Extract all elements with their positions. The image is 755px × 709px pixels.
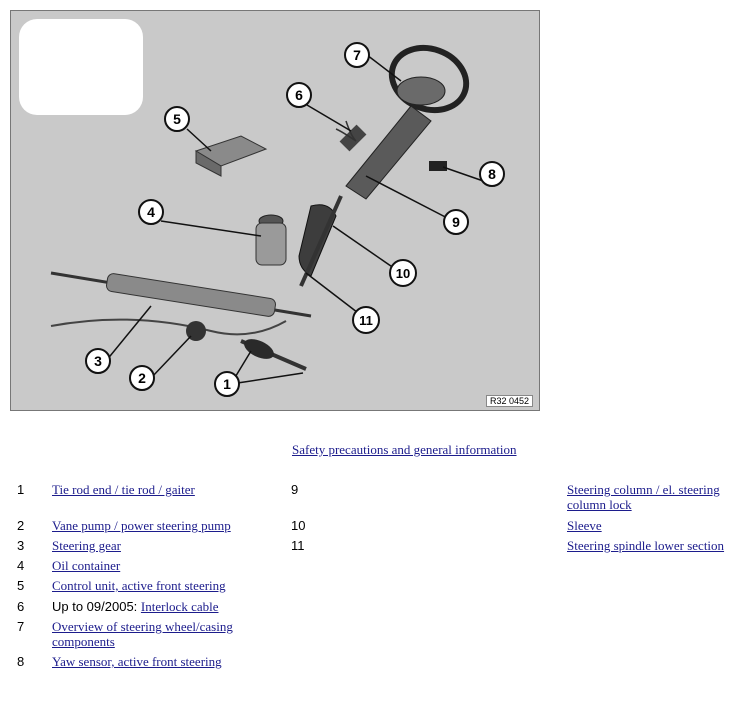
spindle-shape bbox=[299, 195, 343, 287]
steering-system-diagram: 1 2 3 4 5 6 7 8 9 10 11 R32 0452 bbox=[10, 10, 540, 411]
svg-text:9: 9 bbox=[452, 214, 460, 230]
item-number: 10 bbox=[291, 518, 306, 533]
link-tie-rod[interactable]: Tie rod end / tie rod / gaiter bbox=[52, 482, 195, 497]
blanked-area bbox=[19, 19, 143, 115]
item-number: 3 bbox=[17, 538, 25, 553]
item-number: 2 bbox=[17, 518, 25, 533]
diagram-drawing: 1 2 3 4 5 6 7 8 9 10 11 bbox=[19, 19, 505, 397]
svg-text:6: 6 bbox=[295, 87, 303, 103]
control-unit-side bbox=[195, 150, 222, 177]
callout-9: 9 bbox=[443, 209, 469, 235]
svg-text:3: 3 bbox=[94, 353, 102, 369]
svg-text:4: 4 bbox=[147, 204, 155, 220]
item-number: 9 bbox=[291, 482, 299, 497]
svg-text:8: 8 bbox=[488, 166, 496, 182]
link-steering-wheel-overview[interactable]: Overview of steering wheel/casing compon… bbox=[52, 619, 233, 649]
item-number: 4 bbox=[17, 558, 25, 573]
steering-column-shape bbox=[345, 105, 432, 200]
svg-text:2: 2 bbox=[138, 370, 146, 386]
item-prefix: Up to 09/2005: bbox=[52, 599, 141, 614]
yaw-sensor-shape bbox=[429, 161, 447, 171]
safety-precautions-link[interactable]: Safety precautions and general informati… bbox=[292, 442, 517, 457]
svg-text:7: 7 bbox=[353, 47, 361, 63]
hose-shape bbox=[50, 318, 287, 336]
item-number: 7 bbox=[17, 619, 25, 634]
callout-8: 8 bbox=[479, 161, 505, 187]
item-number: 11 bbox=[291, 538, 305, 553]
item-number: 5 bbox=[17, 578, 25, 593]
link-vane-pump[interactable]: Vane pump / power steering pump bbox=[52, 518, 231, 533]
item-number: 6 bbox=[17, 599, 25, 614]
callout-4: 4 bbox=[138, 199, 164, 225]
gaiter-shape bbox=[244, 339, 274, 359]
svg-text:11: 11 bbox=[359, 313, 373, 328]
callout-3: 3 bbox=[85, 348, 111, 374]
steering-gear-shape bbox=[106, 273, 276, 317]
item-interlock-cable: Up to 09/2005: Interlock cable bbox=[52, 599, 219, 614]
link-sleeve[interactable]: Sleeve bbox=[567, 518, 602, 533]
callout-2: 2 bbox=[129, 365, 155, 391]
link-steering-spindle[interactable]: Steering spindle lower section bbox=[567, 538, 725, 553]
svg-text:1: 1 bbox=[223, 376, 231, 392]
callout-10: 10 bbox=[389, 259, 417, 287]
svg-text:5: 5 bbox=[173, 111, 181, 127]
link-steering-column[interactable]: Steering column / el. steering column lo… bbox=[567, 482, 720, 512]
item-number: 8 bbox=[17, 654, 25, 669]
steering-wheel bbox=[388, 44, 470, 114]
steering-wheel-hub bbox=[396, 76, 446, 106]
oil-container-shape bbox=[255, 222, 287, 266]
item-number: 1 bbox=[17, 482, 25, 497]
figure-reference: R32 0452 bbox=[485, 395, 533, 407]
interlock-cable-shape bbox=[335, 120, 357, 142]
svg-text:10: 10 bbox=[396, 266, 410, 281]
callout-7: 7 bbox=[344, 42, 370, 68]
link-steering-gear[interactable]: Steering gear bbox=[52, 538, 121, 553]
callout-6: 6 bbox=[286, 82, 312, 108]
callout-5: 5 bbox=[164, 106, 190, 132]
link-yaw-sensor[interactable]: Yaw sensor, active front steering bbox=[52, 654, 222, 669]
callout-11: 11 bbox=[352, 306, 380, 334]
link-control-unit[interactable]: Control unit, active front steering bbox=[52, 578, 226, 593]
link-interlock-cable[interactable]: Interlock cable bbox=[140, 599, 219, 614]
callout-1: 1 bbox=[214, 371, 240, 397]
link-oil-container[interactable]: Oil container bbox=[52, 558, 121, 573]
